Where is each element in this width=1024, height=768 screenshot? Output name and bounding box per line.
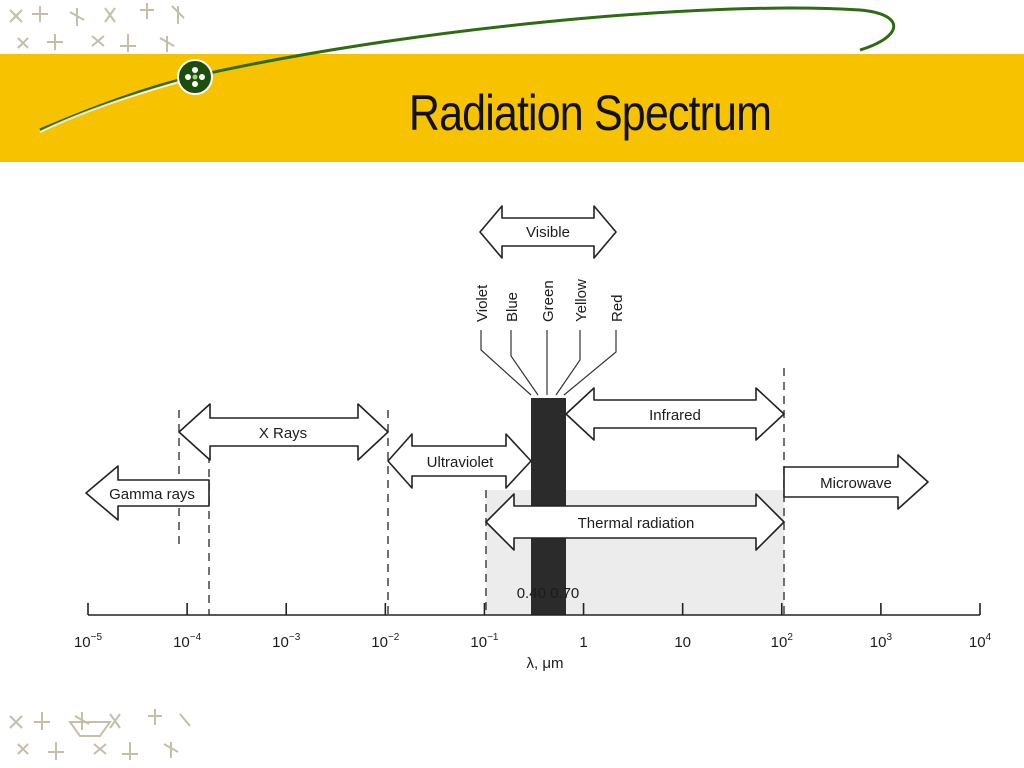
logo-swoosh <box>39 6 895 133</box>
color-label-violet: Violet <box>474 284 491 322</box>
visible-range-label: 0.40 0.70 <box>517 585 580 602</box>
arrow-visible <box>479 205 617 259</box>
slide-title: Radiation Spectrum <box>408 85 772 141</box>
axis-ticks <box>87 603 981 615</box>
band-boundaries <box>178 368 785 615</box>
label-visible: Visible <box>526 224 570 241</box>
label-microwave: Microwave <box>820 475 892 492</box>
axis-tick-label: 103 <box>870 632 893 651</box>
decorative-pattern-bottom <box>9 709 191 760</box>
color-connectors <box>480 330 617 396</box>
axis-tick-label: 102 <box>771 632 794 651</box>
label-infrared: Infrared <box>649 407 701 424</box>
color-label-green: Green <box>540 280 557 322</box>
logo-icon <box>177 59 213 95</box>
axis-tick-labels: 10−5 10−4 10−3 10−2 10−1 1 10 102 103 104 <box>74 632 992 651</box>
color-label-yellow: Yellow <box>573 279 590 322</box>
arrow-infrared <box>565 387 785 441</box>
axis-label: λ, μm <box>527 655 564 672</box>
color-label-blue: Blue <box>504 292 521 322</box>
label-x-rays: X Rays <box>259 425 307 442</box>
arrow-x-rays <box>178 403 389 461</box>
arrow-thermal <box>485 493 785 551</box>
arrow-ultraviolet <box>387 433 532 489</box>
axis-tick-label: 10 <box>674 634 691 651</box>
color-label-red: Red <box>609 294 626 322</box>
axis-tick-label: 1 <box>579 634 587 651</box>
label-ultraviolet: Ultraviolet <box>427 454 495 471</box>
axis-tick-label: 104 <box>969 632 992 651</box>
arrow-gamma-rays <box>85 465 210 521</box>
axis-tick-label: 10−1 <box>470 632 499 651</box>
label-gamma-rays: Gamma rays <box>109 486 195 503</box>
title-band <box>0 54 1024 162</box>
axis-tick-label: 10−2 <box>371 632 400 651</box>
axis-tick-label: 10−4 <box>173 632 202 651</box>
label-thermal: Thermal radiation <box>578 515 695 532</box>
arrow-microwave <box>783 454 929 510</box>
axis-tick-label: 10−3 <box>272 632 301 651</box>
axis-tick-label: 10−5 <box>74 632 103 651</box>
